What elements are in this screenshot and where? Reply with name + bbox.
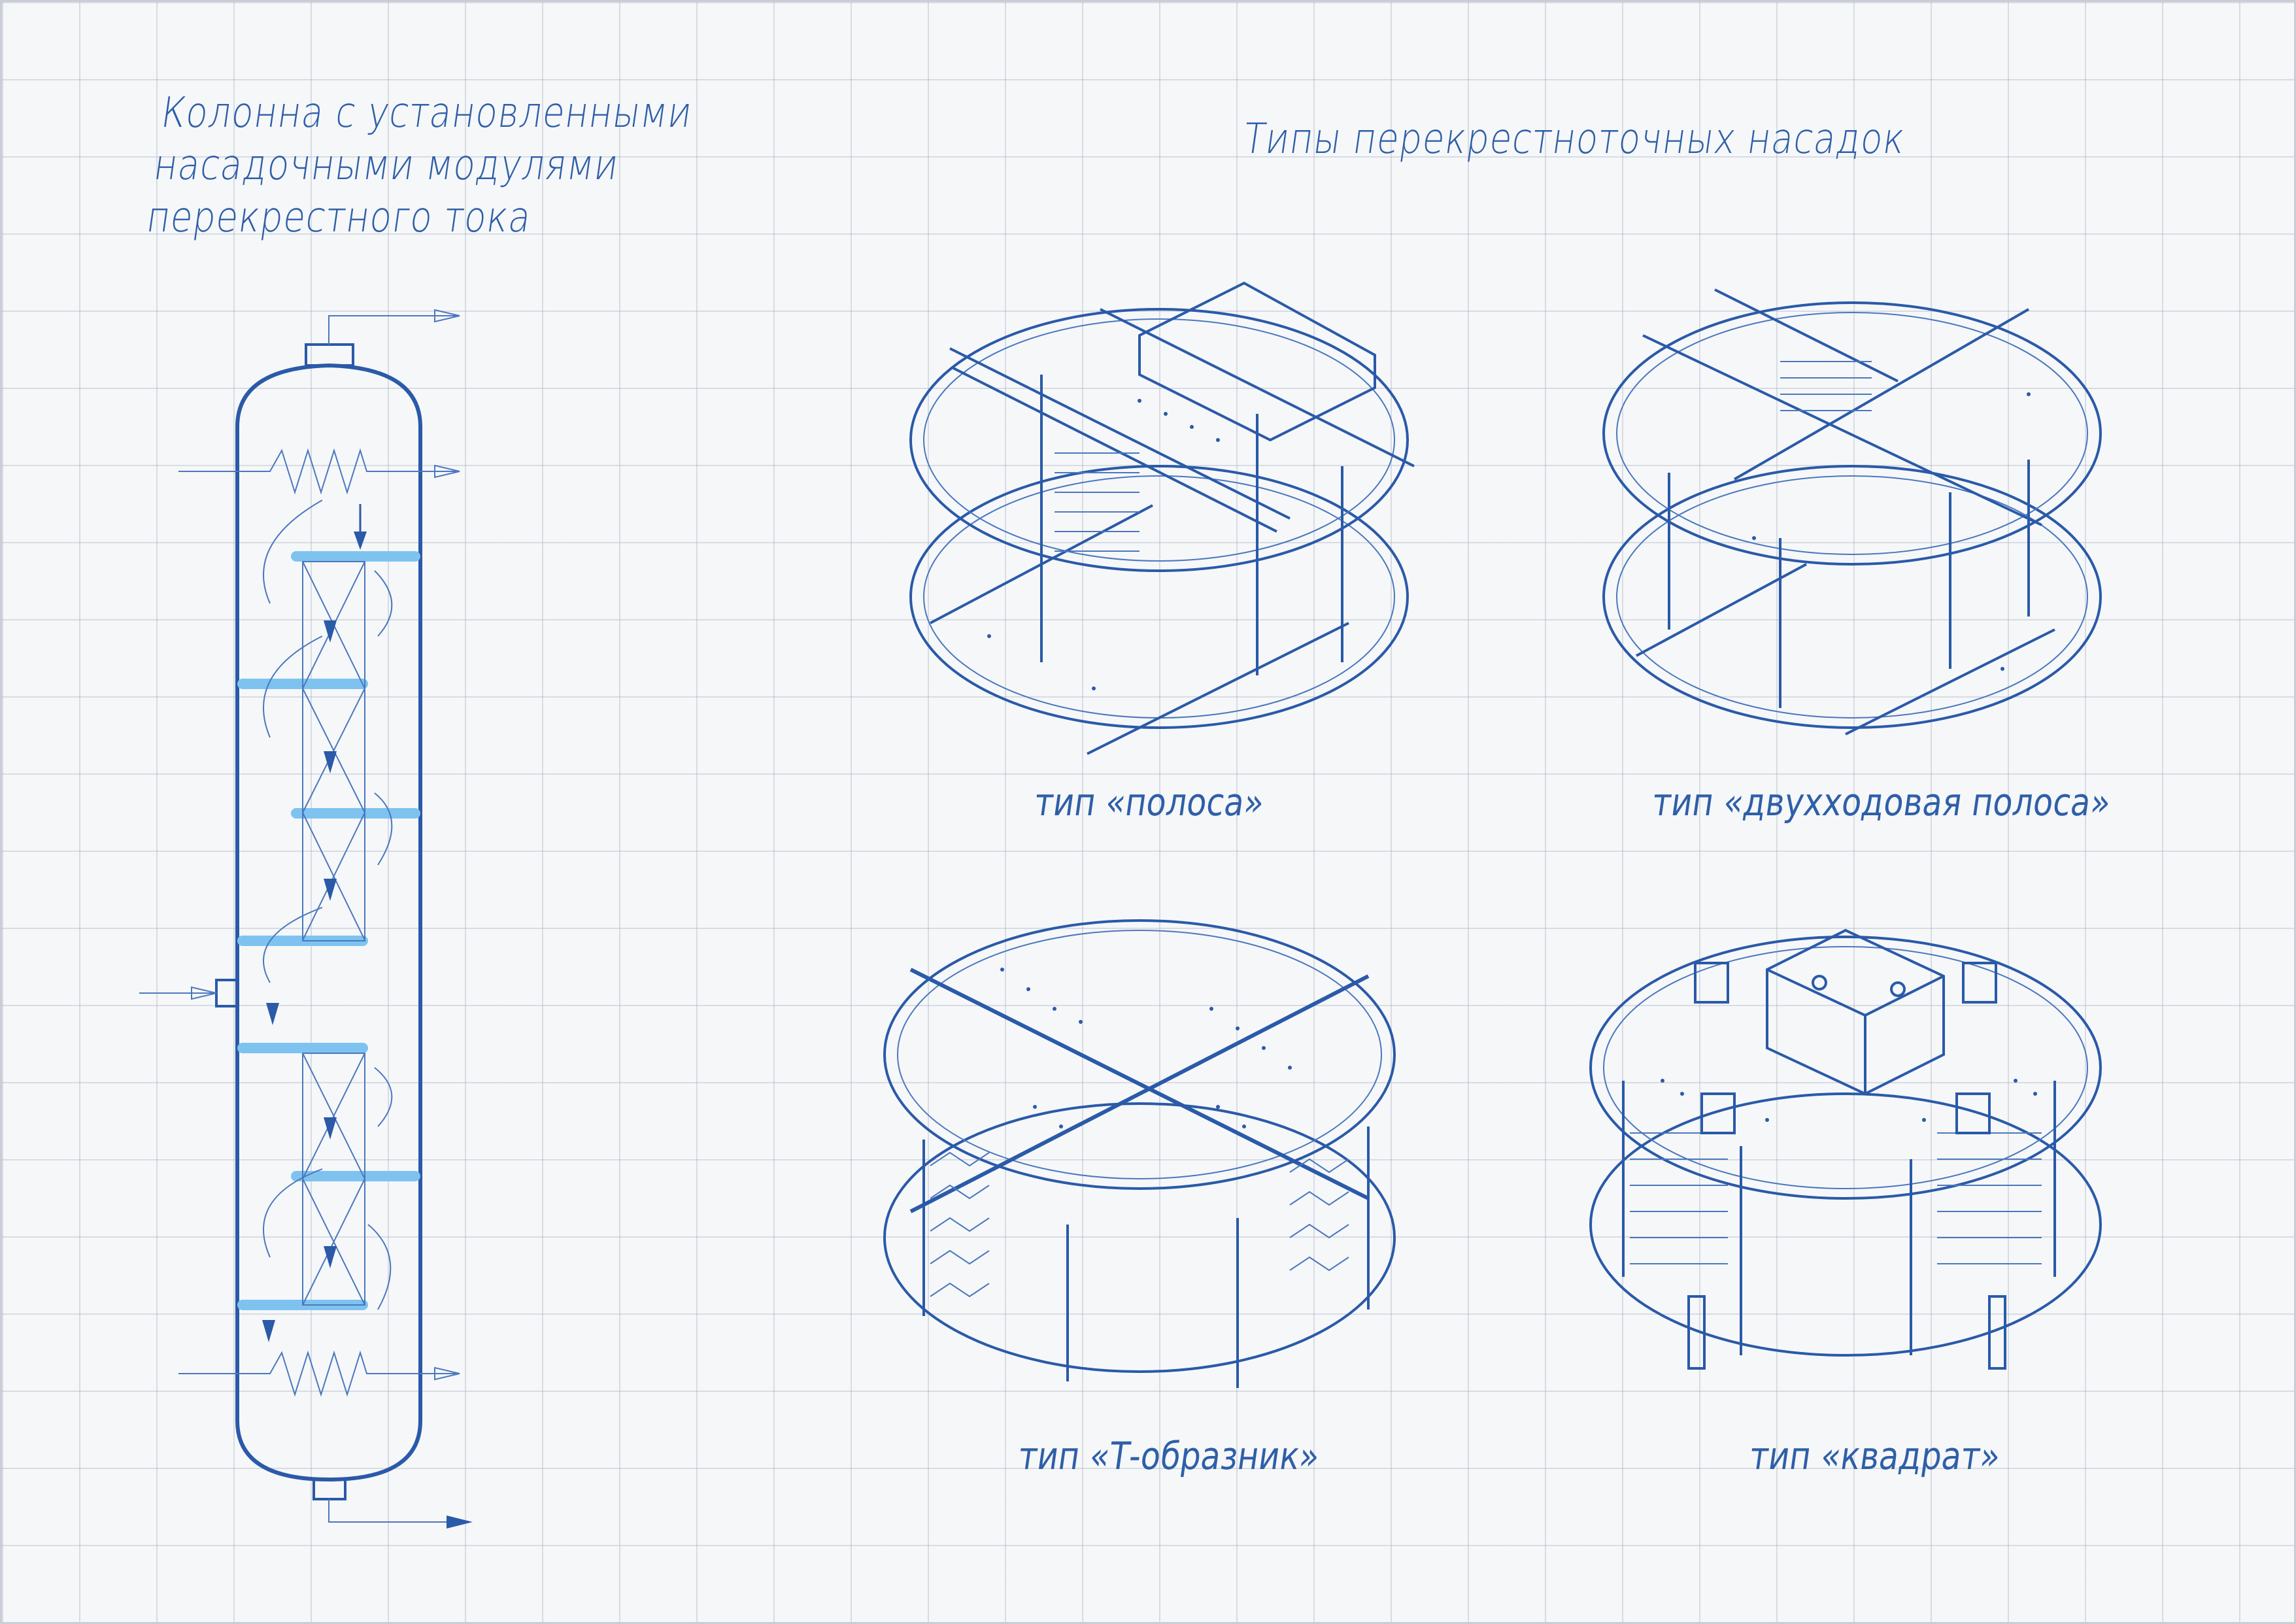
bottom-coil-arrow	[434, 1366, 460, 1381]
bottom-outlet-arrow	[447, 1515, 473, 1529]
t-shape-packing-drawing	[883, 919, 1396, 1388]
plate-5	[237, 1043, 368, 1053]
plate-3	[291, 808, 420, 819]
packing-lattice	[302, 561, 365, 1306]
vapour-flow-arrows	[263, 499, 393, 1310]
caption-two-pass-strip: тип «двухходовая полоса»	[1649, 780, 2114, 824]
top-outlet-arrow	[434, 309, 460, 323]
square-packing-drawing	[1589, 928, 2102, 1370]
bottom-nozzle	[312, 1478, 346, 1500]
strip-packing-drawing	[909, 281, 1415, 755]
plate-1	[291, 551, 420, 562]
packing-types-title: Типы перекрестноточных насадок	[1240, 115, 1909, 163]
caption-t-shape: тип «Т-образник»	[1015, 1434, 1323, 1478]
column-title-line-3: перекрестного тока	[143, 194, 535, 242]
caption-square: тип «квадрат»	[1747, 1434, 2004, 1478]
column-title-line-1: Колонна с установленными	[158, 89, 696, 137]
column-title: Колонна с установленными насадочными мод…	[143, 87, 696, 244]
plate-6	[291, 1171, 420, 1181]
top-coil	[178, 448, 460, 495]
caption-strip: тип «полоса»	[1032, 780, 1268, 824]
column-title-line-2: насадочными модулями	[150, 141, 622, 190]
top-coil-arrow	[434, 464, 460, 479]
column-shell	[235, 363, 422, 1482]
two-pass-strip-packing-drawing	[1602, 288, 2102, 736]
distributor-plates	[237, 551, 420, 1310]
top-nozzle	[305, 343, 354, 367]
feed-arrow	[191, 986, 217, 1000]
bottom-coil	[178, 1350, 460, 1397]
column-diagram	[139, 309, 473, 1529]
bottom-outlet-line	[328, 1499, 460, 1523]
feed-nozzle	[215, 979, 239, 1007]
liquid-flow-arrows	[262, 512, 367, 1342]
top-outlet-line	[328, 315, 460, 345]
